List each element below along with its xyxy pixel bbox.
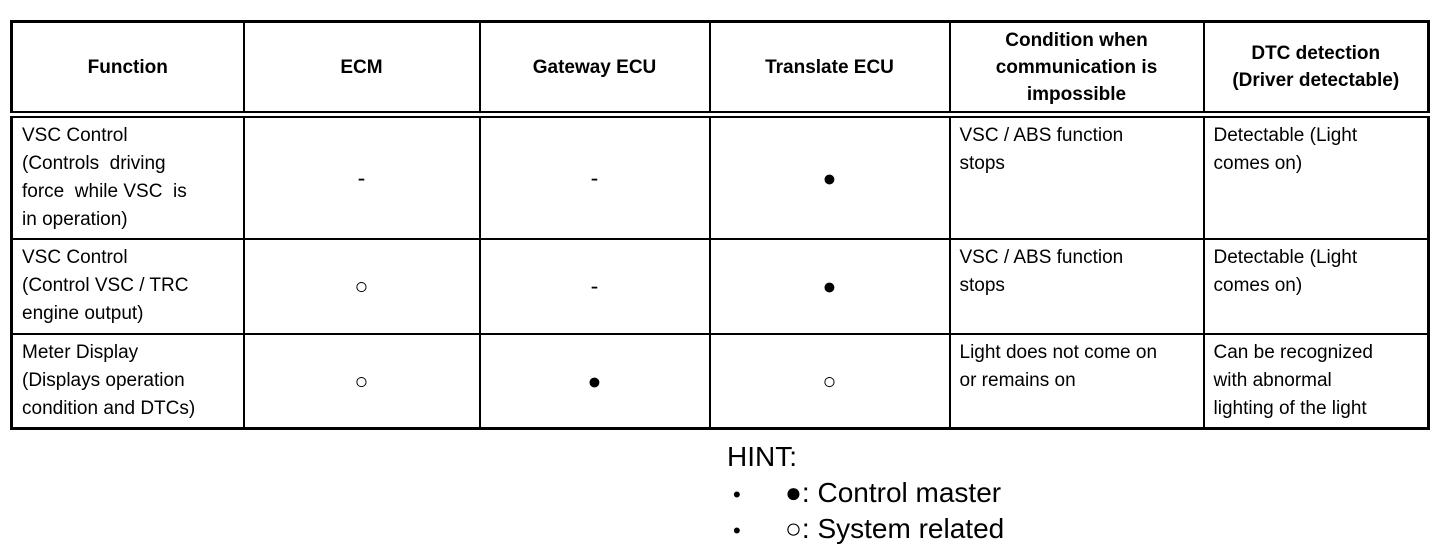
column-header-gateway-ecu: Gateway ECU [478, 20, 711, 118]
table-row: Meter Display (Displays operation condit… [10, 333, 1430, 430]
column-header-dtc-detection: DTC detection (Driver detectable) [1202, 20, 1430, 118]
ecu-function-table: Function ECM Gateway ECU Translate ECU C… [10, 20, 1430, 430]
bullet-icon: • [733, 482, 741, 507]
cell-condition: VSC / ABS function stops [948, 113, 1205, 240]
table-header-row: Function ECM Gateway ECU Translate ECU C… [10, 20, 1430, 118]
cell-translate-ecu-mark: ○ [708, 333, 951, 430]
cell-translate-ecu-mark: ● [708, 113, 951, 240]
column-header-ecm: ECM [242, 20, 481, 118]
cell-function: VSC Control (Control VSC / TRC engine ou… [10, 238, 245, 335]
cell-ecm-mark: ○ [242, 333, 481, 430]
column-header-function: Function [10, 20, 245, 118]
hint-section: HINT: • ●: Control master • ○: System re… [727, 440, 1004, 547]
cell-function: VSC Control (Controls driving force whil… [10, 113, 245, 240]
cell-gateway-ecu-mark: ● [478, 333, 711, 430]
cell-condition: VSC / ABS function stops [948, 238, 1205, 335]
cell-condition: Light does not come on or remains on [948, 333, 1205, 430]
cell-translate-ecu-mark: ● [708, 238, 951, 335]
hint-title: HINT: [727, 441, 797, 472]
table-row: VSC Control (Control VSC / TRC engine ou… [10, 238, 1430, 335]
cell-function: Meter Display (Displays operation condit… [10, 333, 245, 430]
table-row: VSC Control (Controls driving force whil… [10, 113, 1430, 240]
bullet-icon: • [733, 518, 741, 543]
hint-item-text: ●: Control master [785, 477, 1002, 508]
column-header-condition: Condition when communication is impossib… [948, 20, 1205, 118]
cell-dtc-detection: Detectable (Light comes on) [1202, 238, 1430, 335]
hint-item-control-master: • ●: Control master [727, 476, 1004, 511]
hint-item-text: ○: System related [785, 513, 1005, 544]
cell-dtc-detection: Can be recognized with abnormal lighting… [1202, 333, 1430, 430]
hint-item-system-related: • ○: System related [727, 512, 1004, 547]
cell-dtc-detection: Detectable (Light comes on) [1202, 113, 1430, 240]
cell-gateway-ecu-mark: - [478, 113, 711, 240]
cell-ecm-mark: ○ [242, 238, 481, 335]
column-header-translate-ecu: Translate ECU [708, 20, 951, 118]
cell-ecm-mark: - [242, 113, 481, 240]
cell-gateway-ecu-mark: - [478, 238, 711, 335]
